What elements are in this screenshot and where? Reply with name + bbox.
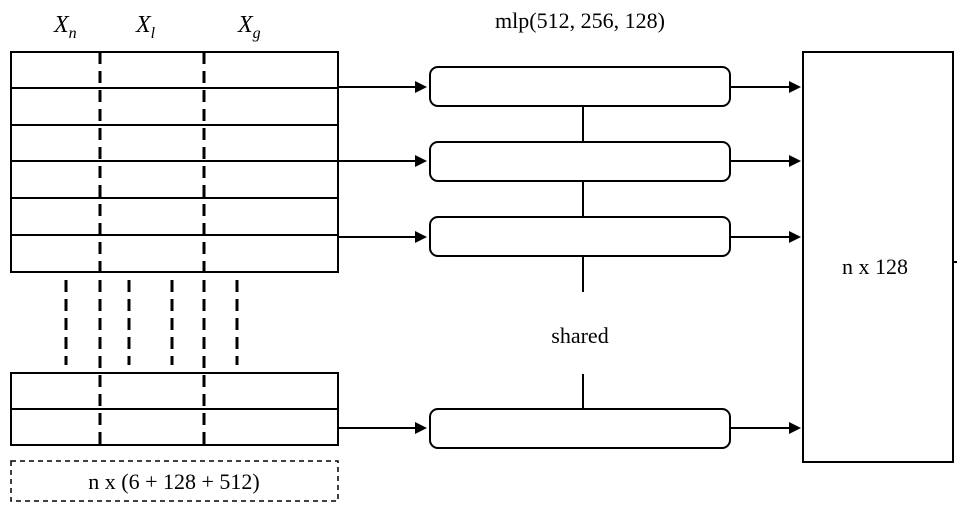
input-dims-label: n x (6 + 128 + 512) bbox=[88, 469, 259, 494]
input-table-bottom bbox=[10, 372, 339, 446]
column-header-xg: Xg bbox=[237, 12, 261, 42]
column-dividers bbox=[98, 52, 206, 445]
ellipsis-dashes bbox=[64, 280, 239, 365]
input-dims-box bbox=[10, 460, 339, 502]
mlp-block-1 bbox=[429, 66, 731, 107]
mlp-block-3 bbox=[429, 216, 731, 257]
mlp-block-2 bbox=[429, 141, 731, 182]
input-arrows bbox=[338, 81, 427, 434]
shared-label: shared bbox=[551, 323, 608, 348]
mlp-block-4 bbox=[429, 408, 731, 449]
input-table-top bbox=[10, 51, 339, 273]
output-box bbox=[802, 51, 954, 463]
mlp-blocks bbox=[429, 66, 731, 449]
mlp-label: mlp(512, 256, 128) bbox=[495, 8, 665, 33]
output-label: n x 128 bbox=[842, 254, 908, 279]
column-header-xl: Xl bbox=[135, 12, 156, 42]
column-header-xn: Xn bbox=[53, 12, 77, 42]
output-arrows bbox=[730, 81, 801, 434]
